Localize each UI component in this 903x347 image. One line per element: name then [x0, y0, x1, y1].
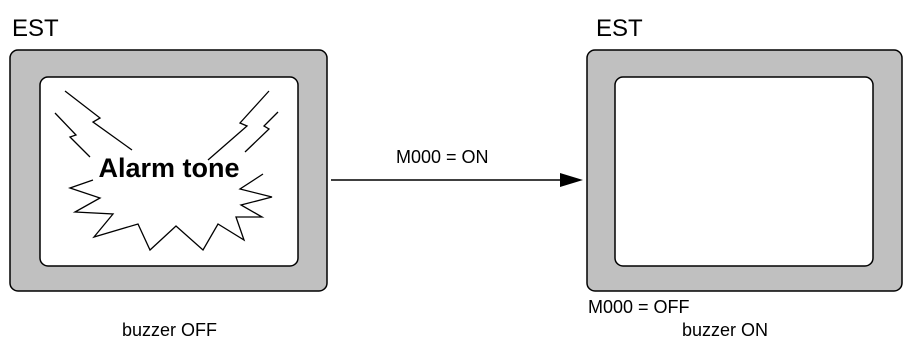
left-display-caption: buzzer OFF [122, 320, 217, 340]
right-display-screen [614, 76, 874, 267]
alarm-tone-text: Alarm tone [98, 153, 239, 183]
burst-bottom-outline [67, 173, 273, 252]
sound-bolt-left-inner [54, 112, 91, 158]
right-display-caption: buzzer ON [682, 320, 768, 340]
right-display-status: M000 = OFF [588, 297, 690, 317]
right-display-title: EST [596, 15, 643, 42]
alarm-burst-graphic [54, 90, 279, 252]
transition-label: M000 = ON [396, 147, 489, 167]
arrowhead [560, 173, 583, 187]
transition-arrow: M000 = ON [331, 147, 583, 187]
left-display: EST Alarm tone buzzer OFF [9, 15, 328, 340]
sound-bolt-left-outer [64, 90, 133, 151]
left-display-screen [39, 76, 299, 267]
left-display-title: EST [12, 15, 59, 42]
sound-bolt-right-inner [244, 111, 279, 153]
sound-bolt-right-outer [207, 90, 270, 161]
right-display: EST M000 = OFF buzzer ON [586, 15, 903, 340]
